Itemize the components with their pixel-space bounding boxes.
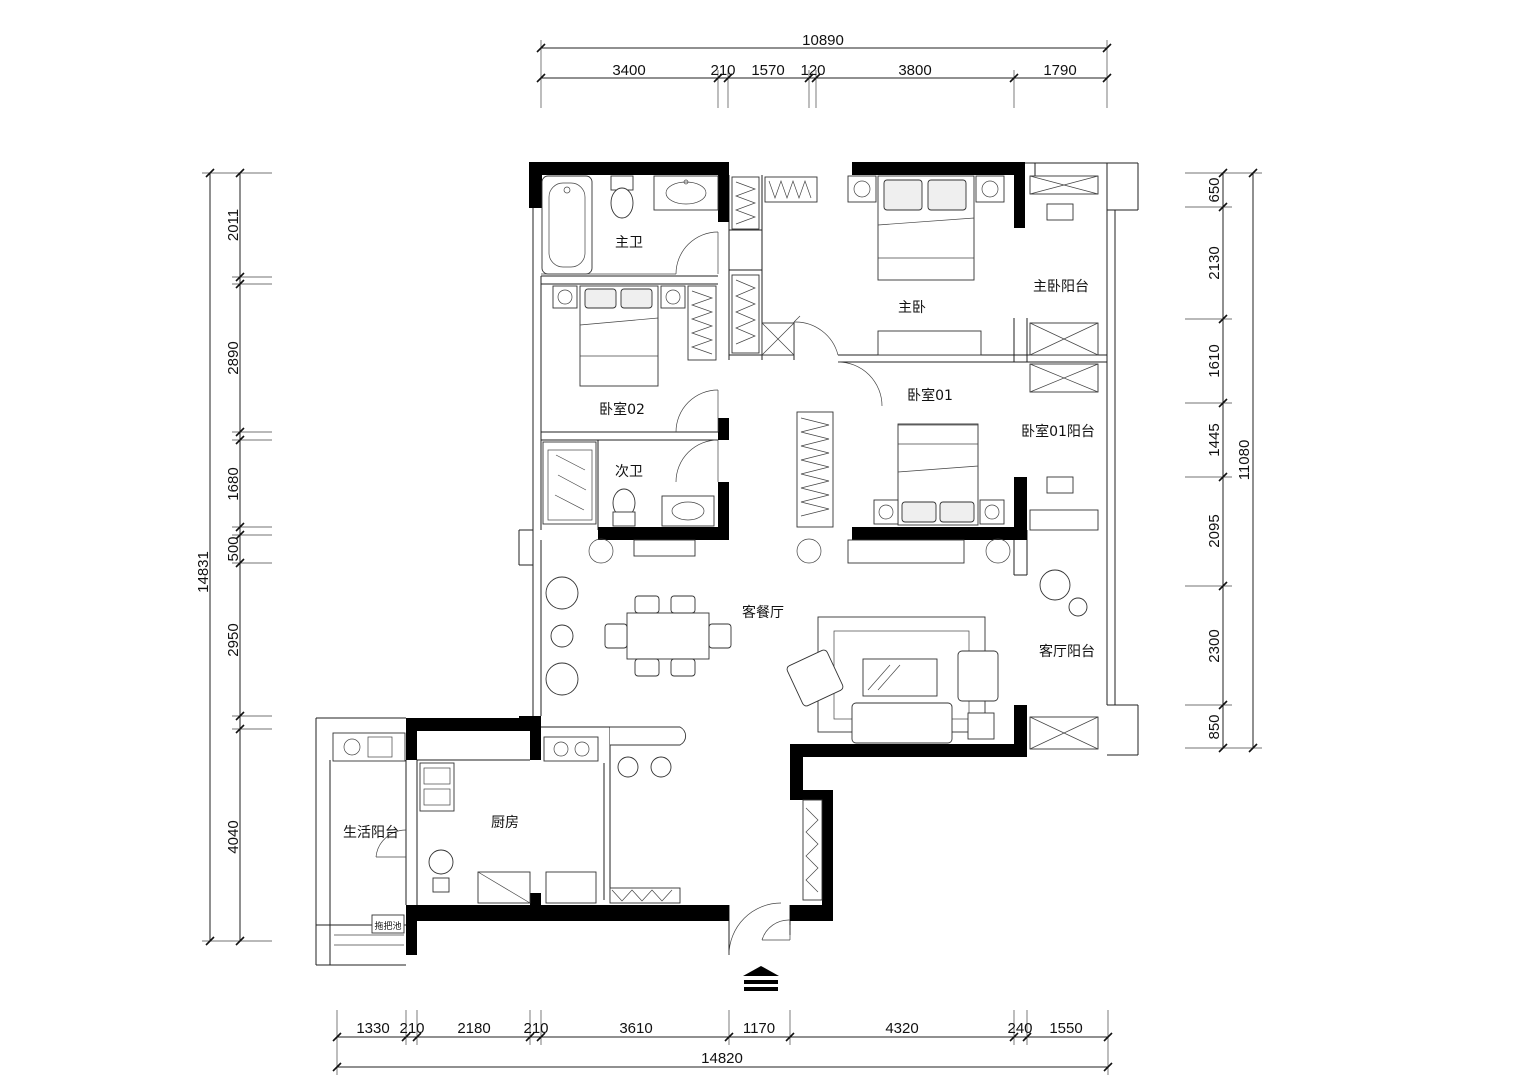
dim-bottom-seg-8: 240 [1007, 1020, 1032, 1037]
dim-top-seg-5: 3800 [898, 62, 931, 79]
structural-walls [406, 162, 1027, 955]
master-bedroom-furniture [847, 175, 1099, 393]
room-label-living-balcony: 客厅阳台 [1039, 643, 1095, 660]
dim-right-seg-6: 2300 [1206, 629, 1223, 662]
dim-right-overall: 11080 [1236, 440, 1253, 481]
dim-top-seg-2: 210 [710, 62, 735, 79]
dim-bottom-seg-4: 210 [523, 1020, 548, 1037]
dim-right-seg-1: 650 [1206, 177, 1223, 202]
dim-bottom-overall: 14820 [701, 1050, 743, 1067]
bedroom01-furniture [796, 361, 1099, 564]
utility-balcony-fixtures [332, 732, 407, 946]
second-bath-fixtures [542, 439, 719, 527]
kitchen-fixtures [419, 726, 687, 904]
room-label-kitchen: 厨房 [491, 815, 519, 831]
dim-right-seg-2: 2130 [1206, 246, 1223, 279]
dim-bottom-seg-5: 3610 [619, 1020, 652, 1037]
room-label-bedroom01-balcony: 卧室01阳台 [1021, 423, 1095, 440]
dimension-bottom: 1330 210 2180 210 3610 1170 4320 240 155… [332, 1010, 1113, 1075]
dim-top-seg-3: 1570 [751, 62, 784, 79]
dim-bottom-seg-2: 210 [399, 1020, 424, 1037]
dim-left-seg-5: 2950 [225, 623, 242, 656]
dim-left-seg-3: 1680 [225, 467, 242, 500]
dim-left-seg-1: 2011 [225, 209, 242, 241]
dim-left-seg-6: 4040 [225, 820, 242, 853]
dim-right-seg-7: 850 [1206, 714, 1223, 739]
dimension-right: 650 2130 1610 1445 2095 2300 850 11080 [1185, 168, 1262, 753]
room-label-living-dining: 客餐厅 [742, 604, 784, 621]
dim-right-seg-5: 2095 [1206, 514, 1223, 547]
room-label-master-balcony: 主卧阳台 [1033, 279, 1089, 295]
dim-top-seg-1: 3400 [612, 62, 645, 79]
dim-right-seg-4: 1445 [1206, 423, 1223, 456]
dim-left-seg-2: 2890 [225, 341, 242, 374]
bedroom02-furniture [552, 285, 719, 433]
dim-left-seg-4: 500 [225, 536, 242, 561]
room-label-master-bath: 主卫 [615, 235, 643, 251]
room-label-mop-sink: 拖把池 [374, 920, 401, 932]
room-labels: 主卫 主卧 主卧阳台 卧室02 卧室01 卧室01阳台 次卫 客餐厅 客厅阳台 … [343, 235, 1095, 932]
room-label-bedroom02: 卧室02 [599, 401, 645, 418]
dim-top-seg-4: 120 [800, 62, 825, 79]
dimension-top: 10890 3400 210 1570 120 3800 1790 [536, 32, 1112, 108]
dim-bottom-seg-1: 1330 [356, 1020, 389, 1037]
dim-top-overall: 10890 [802, 32, 844, 49]
room-label-second-bath: 次卫 [615, 464, 643, 480]
dim-bottom-seg-6: 1170 [743, 1020, 775, 1037]
room-label-utility-balcony: 生活阳台 [343, 825, 399, 841]
dimension-left: 14831 2011 2890 1680 500 2950 4040 [195, 168, 272, 946]
partition-lines [315, 162, 1139, 966]
dim-top-seg-6: 1790 [1043, 62, 1076, 79]
entry-door [728, 902, 791, 991]
dim-bottom-seg-9: 1550 [1049, 1020, 1082, 1037]
dim-bottom-seg-7: 4320 [885, 1020, 918, 1037]
room-label-bedroom01: 卧室01 [907, 387, 953, 404]
living-dining-furniture [545, 538, 1099, 750]
master-bath-fixtures [541, 175, 719, 275]
room-label-master-bedroom: 主卧 [898, 300, 926, 316]
dim-bottom-seg-3: 2180 [457, 1020, 490, 1037]
dim-left-overall: 14831 [195, 551, 212, 593]
walk-in-closet [687, 176, 839, 361]
living-window [802, 799, 823, 901]
dim-right-seg-3: 1610 [1206, 344, 1223, 377]
